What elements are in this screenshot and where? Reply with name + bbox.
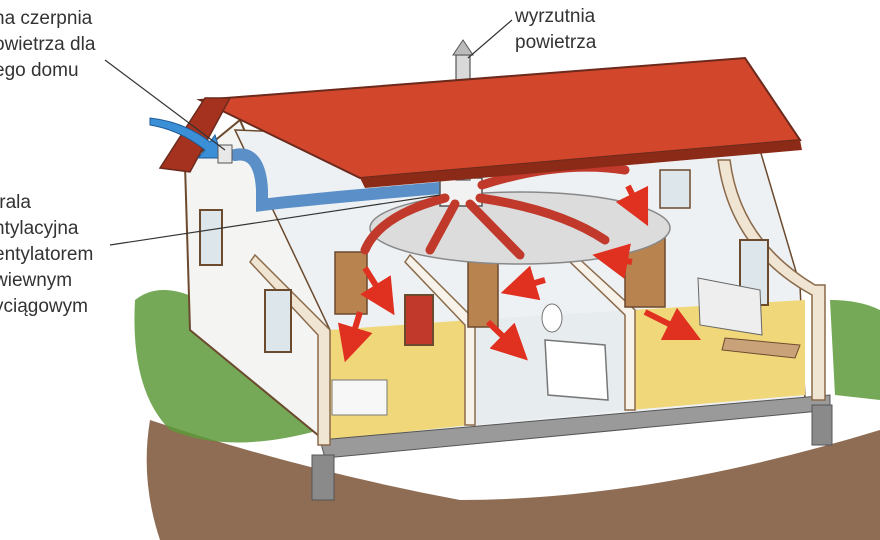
central-label-line-4: wiewnym	[0, 270, 73, 291]
window-upper-right	[659, 169, 691, 209]
arrow-right-room-2	[643, 307, 702, 341]
arrow-left-room-in	[337, 311, 373, 363]
exhaust-cap	[452, 39, 474, 56]
leader-line-intake	[104, 59, 226, 151]
central-label-line-5: yciągowym	[0, 296, 88, 317]
central-label-line-3: entylatorem	[0, 244, 94, 265]
duct-to-bathroom-1	[425, 199, 460, 255]
ground-grass-left	[134, 290, 320, 443]
leader-line-central	[109, 194, 441, 246]
exhaust-label-line-2: powietrza	[515, 32, 597, 53]
central-label-line-2: ntylacyjna	[0, 218, 79, 239]
central-label-line-1: trala	[0, 192, 31, 213]
toilet	[541, 303, 563, 333]
foundation-post-left	[311, 454, 335, 501]
arrow-upper-right	[615, 184, 649, 227]
exhaust-label: wyrzutnia powietrza	[515, 4, 596, 56]
roof-shade	[360, 140, 802, 188]
leader-line-exhaust	[467, 19, 513, 59]
intake-grille	[217, 144, 233, 164]
arrow-bathroom-1	[485, 319, 528, 361]
bed	[331, 379, 388, 416]
central-unit-label: trala ntylacyjna entylatorem wiewnym yci…	[0, 190, 93, 320]
foundation-post-right	[811, 404, 833, 446]
intake-duct	[229, 148, 446, 212]
intake-label-line-3: ego domu	[0, 60, 79, 81]
window-left-outer-2	[264, 289, 292, 353]
duct-to-right-room	[475, 193, 610, 245]
door-bathroom	[467, 261, 499, 328]
duct-to-bathroom-2	[465, 199, 525, 260]
table	[721, 337, 801, 359]
window-mid-wall	[404, 294, 434, 346]
intake-label-line-1: na czerpnia	[0, 8, 93, 29]
ground-grass-right	[830, 300, 880, 400]
arrow-right-room-1	[592, 243, 633, 279]
ground-soil	[146, 420, 880, 540]
door-left-room	[334, 251, 368, 315]
duct-to-left-room	[360, 193, 450, 255]
air-flow-arrows	[337, 184, 702, 363]
supply-ducts	[360, 162, 630, 260]
arrow-bathroom-2	[500, 265, 546, 301]
intake-air-arrow	[149, 117, 223, 159]
bathtub	[544, 339, 609, 401]
window-left-outer-1	[199, 209, 223, 266]
arrow-left-room-down	[360, 266, 395, 316]
intake-label-line-2: owietrza dla	[0, 34, 96, 55]
intake-label: na czerpnia owietrza dla ego domu	[0, 6, 95, 84]
right-front-wall	[717, 159, 826, 401]
exhaust-label-line-1: wyrzutnia	[515, 6, 596, 27]
